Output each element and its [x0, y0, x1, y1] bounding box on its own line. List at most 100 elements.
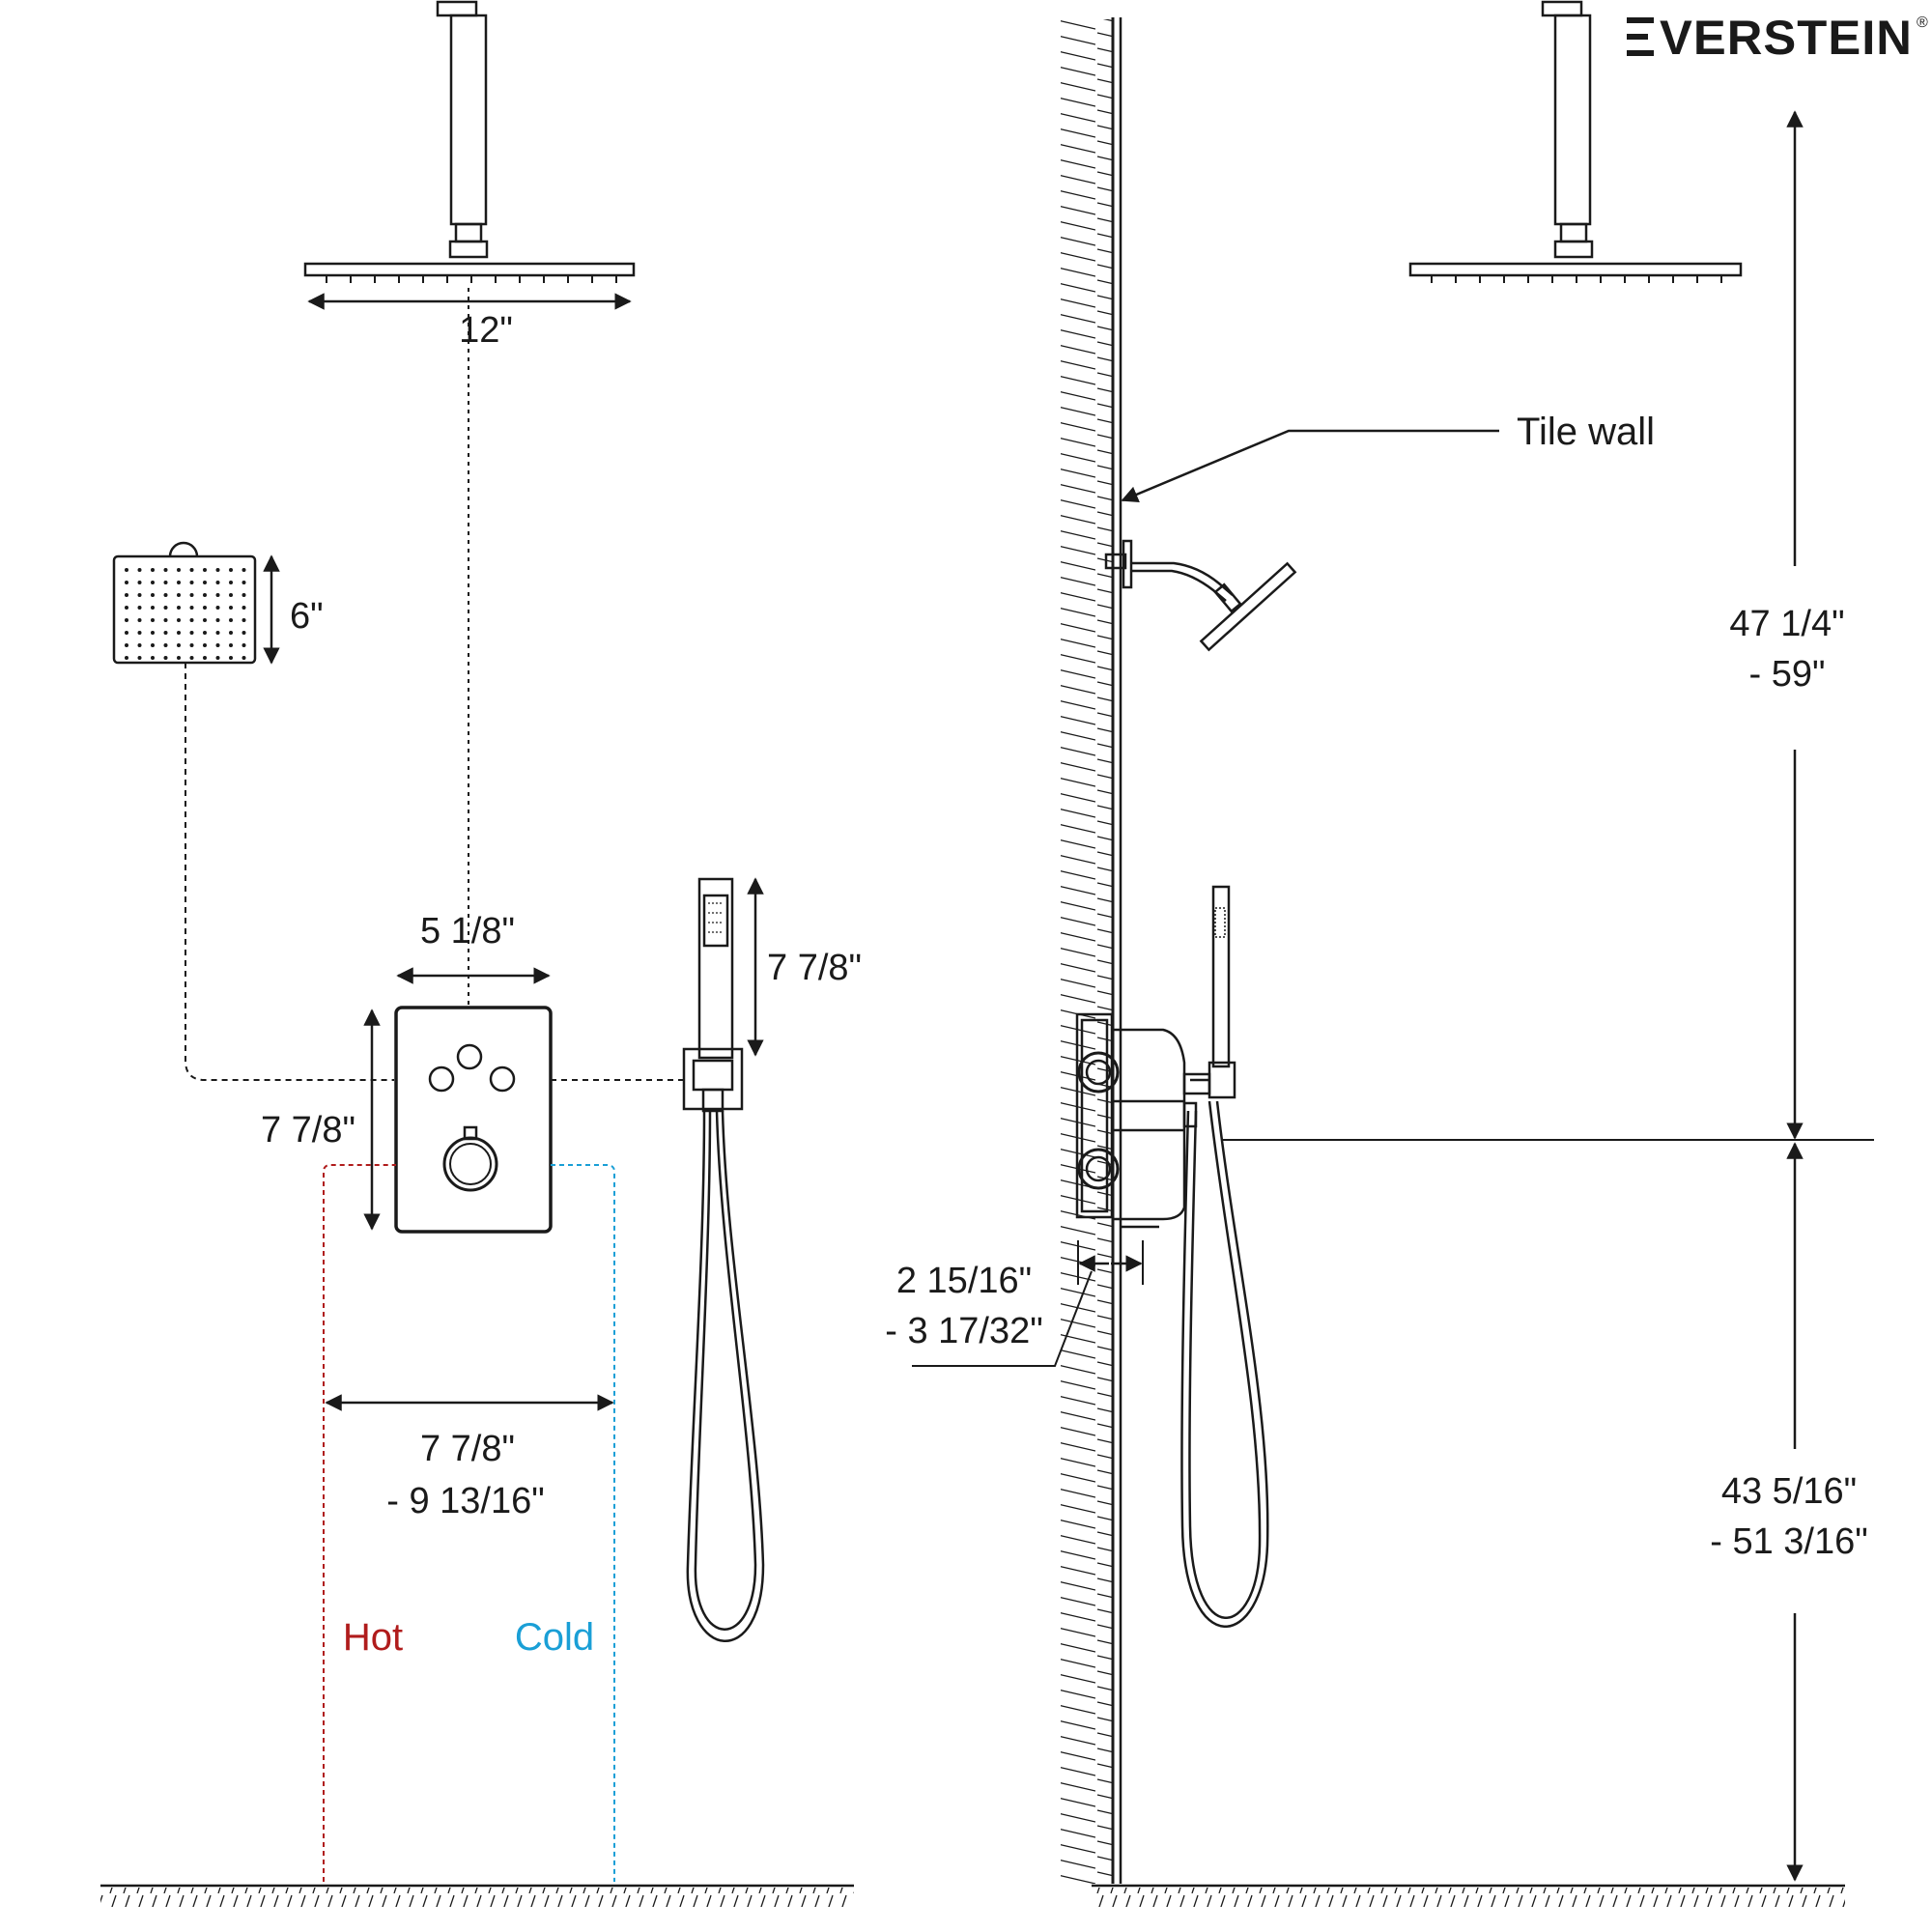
tile-wall-label: Tile wall — [1517, 411, 1655, 453]
nozzle-dot — [151, 631, 155, 635]
nozzle-dot — [229, 581, 233, 584]
nozzle-dot — [177, 581, 181, 584]
nozzle-dot — [203, 618, 207, 622]
nozzle-dot — [215, 606, 220, 610]
hand-head-size-label: 6" — [290, 596, 324, 637]
nozzle-dot — [137, 656, 142, 660]
ceiling-rain-shower — [303, 0, 636, 277]
side-rain-head-nozzles — [1431, 275, 1722, 283]
nozzle-dot — [137, 643, 142, 647]
nozzle-dot — [242, 656, 246, 660]
nozzle-dot — [177, 656, 181, 660]
nozzle-dot — [215, 631, 220, 635]
nozzle-dot — [215, 656, 220, 660]
floor-hatch-right — [1092, 1888, 1845, 1907]
nozzle-dot — [137, 606, 142, 610]
cold-supply-line — [551, 1164, 615, 1882]
nozzle-dot — [242, 618, 246, 622]
nozzle-dot — [137, 581, 142, 584]
nozzle-dot — [215, 643, 220, 647]
handheld-shower-wand — [682, 877, 744, 1113]
wall-hatch — [1061, 19, 1113, 1884]
supply-spacing-label-2: - 9 13/16" — [386, 1481, 545, 1521]
side-valve-body — [1075, 1012, 1211, 1229]
hand-head-connection-line — [185, 663, 394, 1081]
wall-shower-arm — [1104, 539, 1297, 652]
nozzle-dot — [189, 581, 194, 584]
side-handheld-shower — [1180, 885, 1269, 1628]
valve-height-label: 7 7/8" — [261, 1110, 355, 1151]
nozzle-dot — [203, 593, 207, 597]
nozzle-dot — [163, 581, 168, 584]
registered-mark: ® — [1917, 14, 1928, 31]
nozzle-dot — [151, 656, 155, 660]
nozzle-dot — [163, 593, 168, 597]
side-view: Tile wall — [885, 0, 1874, 1907]
nozzle-dot — [125, 606, 128, 610]
nozzle-dot — [137, 568, 142, 572]
handheld-height-label: 7 7/8" — [767, 948, 862, 988]
floor-hatch-left — [100, 1888, 854, 1907]
hot-label: Hot — [343, 1616, 403, 1659]
nozzle-dot — [125, 581, 128, 584]
nozzle-dot — [151, 643, 155, 647]
upper-height-label-2: - 59" — [1749, 654, 1826, 695]
nozzle-dot — [242, 593, 246, 597]
lower-height-label-1: 43 5/16" — [1721, 1471, 1857, 1512]
nozzle-dot — [151, 581, 155, 584]
nozzle-dot — [151, 606, 155, 610]
nozzle-dot — [203, 606, 207, 610]
nozzle-dot — [229, 643, 233, 647]
nozzle-dot — [229, 593, 233, 597]
nozzle-dot — [177, 568, 181, 572]
nozzle-dot — [163, 656, 168, 660]
nozzle-dot — [177, 631, 181, 635]
everstein-logo: VERSTEIN ® — [1627, 11, 1928, 65]
nozzle-dot — [203, 643, 207, 647]
valve-trim-plate — [394, 1006, 553, 1234]
nozzle-dot — [242, 606, 246, 610]
hot-supply-line — [323, 1164, 396, 1882]
nozzle-dot — [189, 643, 194, 647]
nozzle-dot — [125, 593, 128, 597]
nozzle-dot — [177, 643, 181, 647]
nozzle-dot — [177, 618, 181, 622]
nozzle-dot — [215, 593, 220, 597]
nozzle-dot — [215, 581, 220, 584]
logo-e-stripes — [1627, 17, 1654, 56]
nozzle-dot — [242, 581, 246, 584]
nozzle-dot — [189, 656, 194, 660]
nozzle-dot — [137, 631, 142, 635]
nozzle-dot — [125, 656, 128, 660]
supply-spacing-label-1: 7 7/8" — [420, 1429, 515, 1469]
nozzle-dot — [151, 568, 155, 572]
nozzle-dot — [229, 606, 233, 610]
depth-leader — [912, 1270, 1093, 1367]
nozzle-dot — [163, 618, 168, 622]
nozzle-dot — [163, 631, 168, 635]
nozzle-dot — [229, 568, 233, 572]
cold-label: Cold — [515, 1616, 594, 1659]
nozzle-dot — [203, 656, 207, 660]
nozzle-dot — [189, 568, 194, 572]
nozzle-dot — [242, 631, 246, 635]
nozzle-dot — [125, 631, 128, 635]
upper-height-label-1: 47 1/4" — [1729, 604, 1844, 644]
rain-head-width-label: 12" — [459, 310, 513, 351]
tile-wall-leader — [1121, 429, 1499, 502]
depth-label-2: - 3 17/32" — [885, 1311, 1043, 1351]
nozzle-dot — [215, 618, 220, 622]
nozzle-dot — [203, 568, 207, 572]
nozzle-dot — [229, 618, 233, 622]
hand-shower-head — [112, 541, 257, 665]
front-view: 12" 6" 5 1/8" 7 7/8" 7 7/ — [100, 0, 862, 1907]
lower-height-label-2: - 51 3/16" — [1710, 1521, 1868, 1562]
rain-head-nozzles — [326, 275, 617, 283]
nozzle-dot — [177, 593, 181, 597]
nozzle-dot — [189, 606, 194, 610]
nozzle-dot — [163, 568, 168, 572]
nozzle-dot — [203, 631, 207, 635]
nozzle-dot — [215, 568, 220, 572]
nozzle-dot — [229, 631, 233, 635]
